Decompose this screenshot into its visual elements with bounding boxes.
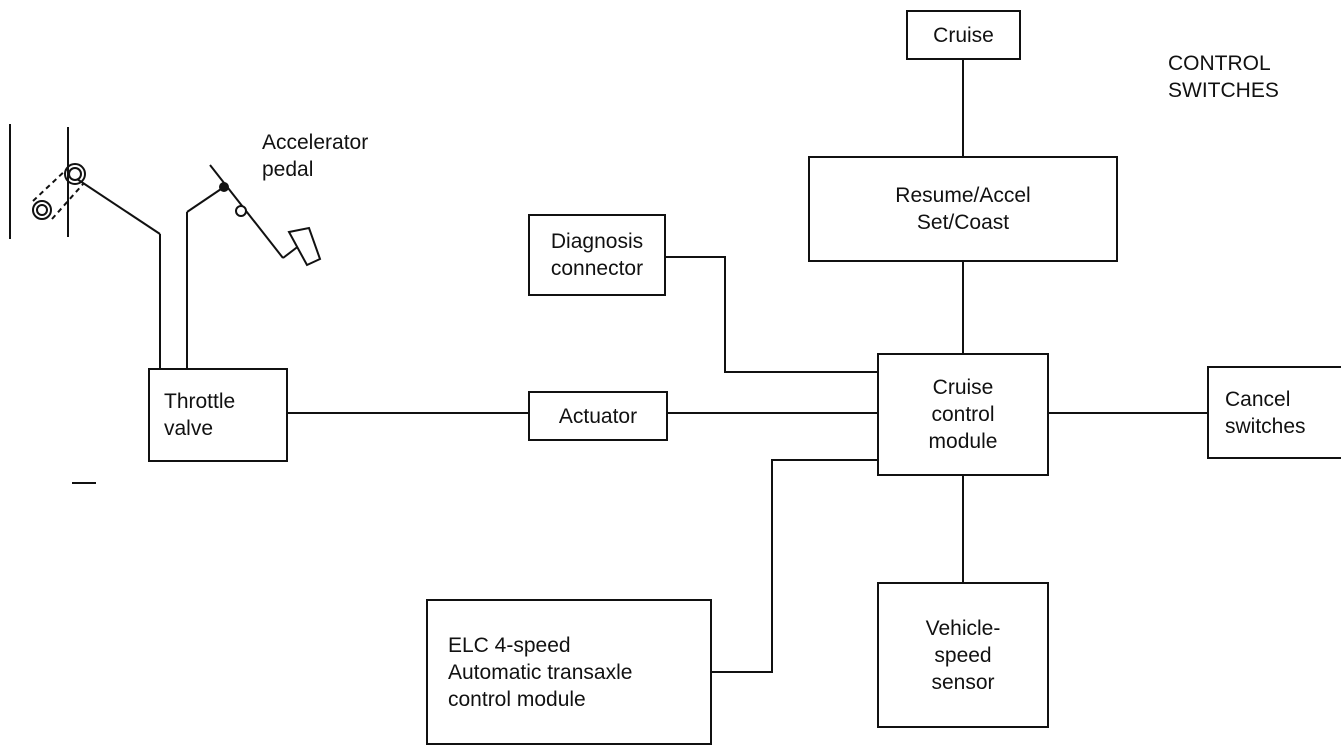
diagnosis-label-line1: Diagnosis xyxy=(550,230,644,253)
connector-diagnosis-module xyxy=(666,256,877,373)
sensor-label-line3: sensor xyxy=(931,670,995,694)
resume-accel-label: Resume/Accel xyxy=(895,184,1031,207)
elc-transaxle-module-box: ELC 4-speed Automatic transaxle control … xyxy=(426,599,712,745)
control-switches-line1: CONTROL xyxy=(1168,52,1271,75)
throttle-label-line2: valve xyxy=(164,417,214,440)
diagnosis-label-line2: connector xyxy=(550,257,644,280)
module-label-line2: control xyxy=(931,403,995,426)
elc-label-line1: ELC 4-speed xyxy=(448,633,571,657)
pivot-point xyxy=(219,182,229,192)
resume-set-switch-box: Resume/Accel Set/Coast xyxy=(808,156,1118,262)
cancel-label-line1: Cancel xyxy=(1225,387,1291,411)
module-label-line3: module xyxy=(928,430,998,453)
cruise-switch-label: Cruise xyxy=(933,23,994,47)
cancel-label-line2: switches xyxy=(1225,414,1306,438)
vehicle-speed-sensor-box: Vehicle- speed sensor xyxy=(877,582,1049,728)
cancel-switches-box: Cancel switches xyxy=(1207,366,1341,459)
control-switches-label: CONTROL SWITCHES xyxy=(1168,50,1279,104)
elc-label-line3: control module xyxy=(448,687,586,711)
accelerator-label-line2: pedal xyxy=(262,158,314,181)
sensor-label-line2: speed xyxy=(934,643,992,667)
module-label-line1: Cruise xyxy=(932,376,994,399)
control-switches-line2: SWITCHES xyxy=(1168,79,1279,102)
sensor-label-line1: Vehicle- xyxy=(925,616,1001,640)
throttle-valve-box: Throttle valve xyxy=(148,368,288,462)
actuator-label: Actuator xyxy=(558,404,638,428)
cruise-switch-box: Cruise xyxy=(906,10,1021,60)
actuator-box: Actuator xyxy=(528,391,668,441)
diagnosis-connector-box: Diagnosis connector xyxy=(528,214,666,296)
connector-elc-module xyxy=(712,459,877,673)
elc-label-line2: Automatic transaxle xyxy=(448,660,633,684)
linkage-drawing xyxy=(9,124,322,484)
throttle-label-line1: Throttle xyxy=(164,390,236,413)
accelerator-pedal-label: Accelerator pedal xyxy=(262,129,368,183)
throttle-rod xyxy=(76,178,161,235)
cruise-control-module-box: Cruise control module xyxy=(877,353,1049,476)
accelerator-label-line1: Accelerator xyxy=(262,131,369,154)
set-coast-label: Set/Coast xyxy=(916,211,1010,234)
